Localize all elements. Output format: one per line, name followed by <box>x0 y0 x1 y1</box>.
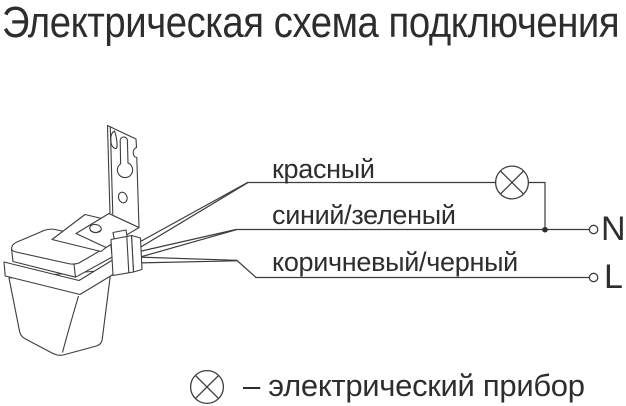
mounting-bracket <box>106 124 140 229</box>
wire-brown-black-line <box>134 256 590 279</box>
lamp-icon <box>494 165 530 200</box>
screw-icon <box>89 223 102 234</box>
legend-text: – электрический прибор <box>243 368 585 403</box>
terminal-label-n: N <box>601 210 626 248</box>
page-title: Электрическая схема подключения <box>2 0 620 47</box>
terminal-n-circle <box>588 224 599 235</box>
wire-label-blue-green: синий/зеленый <box>272 200 456 230</box>
terminal-l-circle <box>588 272 599 283</box>
wire-red-line <box>134 181 497 252</box>
legend-lamp-icon <box>189 369 225 405</box>
junction-dot <box>542 226 548 233</box>
wire-blue-green-line <box>134 228 590 260</box>
device-illustration <box>3 124 143 356</box>
wire-lines <box>134 181 590 279</box>
cable-connector <box>110 229 143 277</box>
lamp-branch-line <box>527 181 546 231</box>
wire-label-brown-black: коричневый/черный <box>272 247 518 277</box>
wire-label-red: красный <box>272 154 375 184</box>
device-body-edge <box>61 295 80 353</box>
terminal-label-l: L <box>604 258 623 296</box>
